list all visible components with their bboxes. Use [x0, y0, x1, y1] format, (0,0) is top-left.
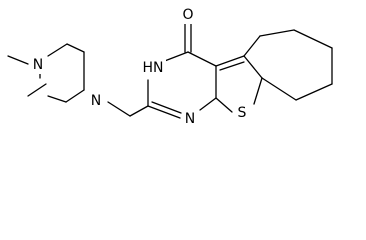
- bond: [151, 101, 182, 114]
- bond: [65, 89, 85, 103]
- bond: [219, 61, 245, 71]
- carbonyl: [184, 23, 192, 53]
- bond: [47, 95, 67, 103]
- bond: [161, 51, 189, 63]
- atom-label-sulfur: S: [238, 105, 247, 121]
- bond: [261, 77, 297, 101]
- bond: [199, 97, 217, 111]
- bond: [259, 29, 295, 37]
- atom-label-nh: HN: [143, 60, 164, 76]
- bond: [293, 29, 333, 49]
- bond: [27, 83, 47, 97]
- bond: [47, 43, 68, 57]
- bond: [295, 83, 333, 101]
- piperazine-ring: [7, 43, 85, 103]
- bond: [7, 55, 29, 65]
- atom-label-n-pyrimidine: N: [185, 111, 195, 127]
- atom-label-oxygen: O: [182, 7, 193, 23]
- bond: [243, 35, 261, 57]
- bond: [66, 43, 85, 53]
- bond: [243, 55, 263, 79]
- bond: [215, 97, 233, 113]
- bond: [129, 105, 149, 117]
- bond: [215, 55, 245, 67]
- atom-labels: O HN N S N N: [30, 6, 250, 128]
- pyrimidinone-ring: [147, 51, 217, 119]
- bond: [147, 105, 181, 119]
- molecule-structure: O HN N S N N: [7, 6, 333, 128]
- bond: [107, 101, 131, 117]
- thiophene-ring: [215, 55, 263, 113]
- atom-label-n-methyl: N: [33, 57, 43, 73]
- methylene-linker: [107, 101, 149, 117]
- cyclohexene-ring: [243, 29, 333, 101]
- atom-label-n-linker: N: [91, 93, 101, 109]
- bond: [253, 77, 263, 105]
- bond: [187, 51, 217, 67]
